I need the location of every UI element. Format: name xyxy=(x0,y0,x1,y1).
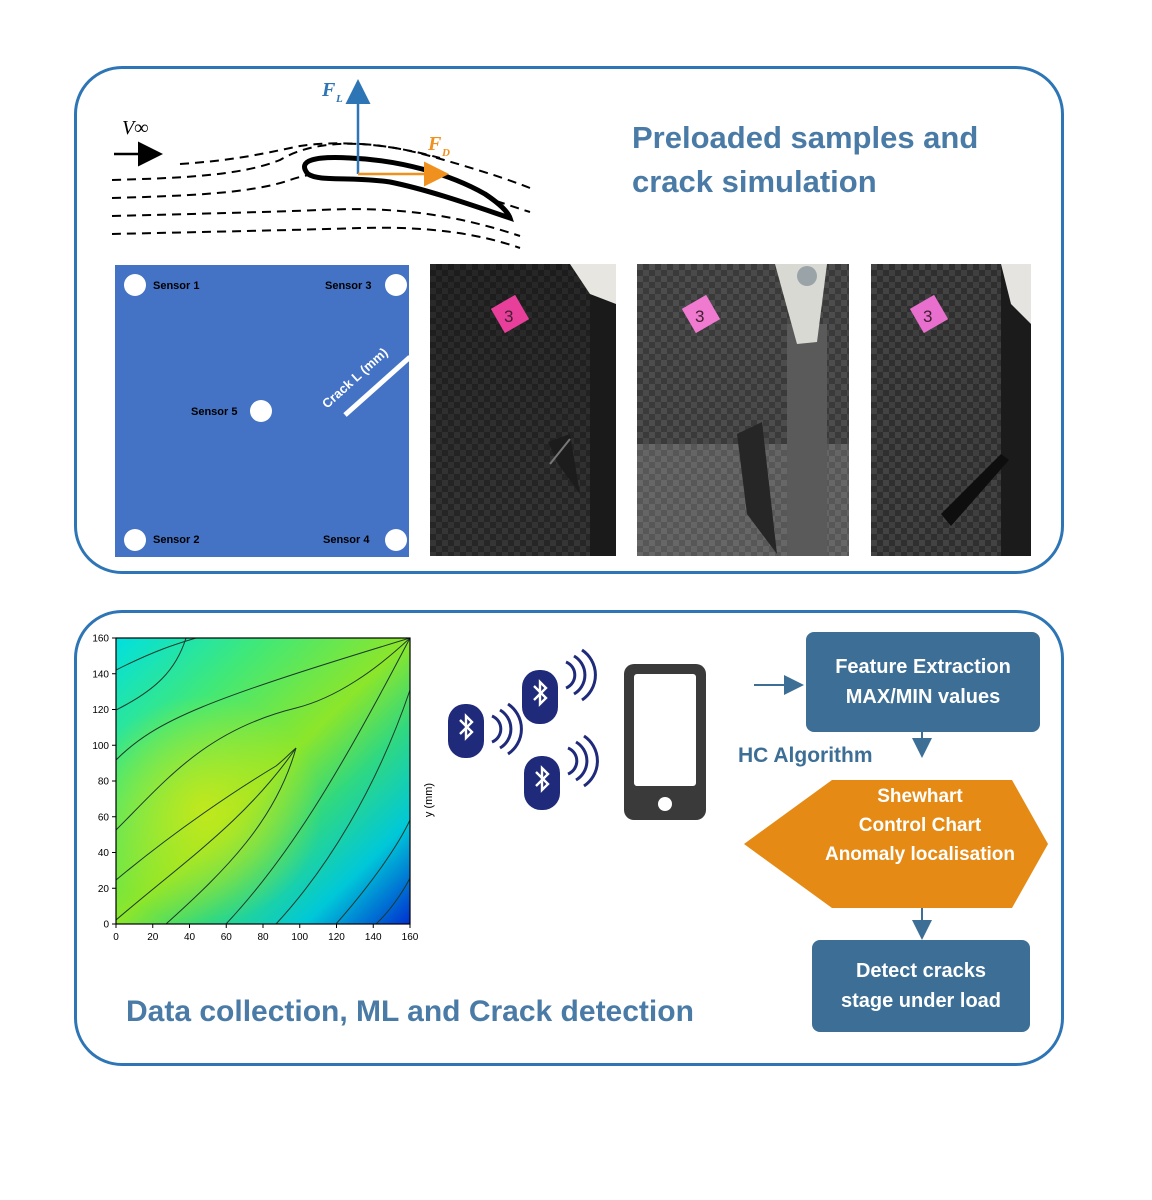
sensor-4-label: Sensor 4 xyxy=(323,534,370,546)
top-title-line1: Preloaded samples and xyxy=(632,120,979,155)
lift-subscript: L xyxy=(335,93,343,105)
contour-x-tick-label: 60 xyxy=(221,932,233,943)
drag-label: F xyxy=(427,133,442,155)
drag-subscript: D xyxy=(441,147,450,159)
bluetooth-group xyxy=(448,648,599,810)
shewhart-line1: Shewhart xyxy=(877,786,963,807)
bluetooth-icon-3 xyxy=(524,734,599,810)
sensor-1-label: Sensor 1 xyxy=(153,280,199,292)
velocity-label: V∞ xyxy=(122,117,148,139)
feature-extraction-line2: MAX/MIN values xyxy=(845,686,1001,708)
top-title-line2: crack simulation xyxy=(632,164,877,199)
contour-x-tick-label: 20 xyxy=(147,932,159,943)
sensor-1-dot xyxy=(124,274,146,296)
shewhart-text: Shewhart Control Chart Anomaly localisat… xyxy=(790,782,1050,869)
bluetooth-icon-1 xyxy=(448,702,523,758)
contour-x-tick-label: 140 xyxy=(365,932,382,943)
bottom-panel-title: Data collection, ML and Crack detection xyxy=(126,995,694,1028)
feature-extraction-box: Feature Extraction MAX/MIN values xyxy=(806,632,1040,732)
shewhart-line2: Control Chart xyxy=(858,815,982,836)
contour-x-tick-label: 80 xyxy=(257,932,269,943)
detect-cracks-box: Detect cracks stage under load xyxy=(812,940,1030,1032)
detect-cracks-line2: stage under load xyxy=(840,990,1002,1012)
contour-y-tick-label: 160 xyxy=(92,634,109,645)
sensor-5-label: Sensor 5 xyxy=(191,406,237,418)
airfoil-diagram: V∞ F L F D xyxy=(111,79,531,249)
contour-field xyxy=(116,638,410,924)
flow-connectors xyxy=(744,675,1048,940)
svg-text:3: 3 xyxy=(695,307,704,326)
sensor-5-dot xyxy=(250,400,272,422)
contour-y-tick-label: 60 xyxy=(98,812,110,823)
shewhart-diamond xyxy=(744,780,1048,908)
contour-x-tick-label: 100 xyxy=(291,932,308,943)
top-panel-title: Preloaded samples and crack simulation xyxy=(632,116,978,204)
contour-y-tick-label: 0 xyxy=(103,920,109,931)
sensor-plate: Sensor 1 Sensor 3 Sensor 5 Sensor 2 Sens… xyxy=(115,265,409,557)
contour-x-tick-label: 0 xyxy=(113,932,119,943)
contour-y-tick-label: 140 xyxy=(92,669,109,680)
bluetooth-icon-2 xyxy=(522,648,597,724)
sensor-4-dot xyxy=(385,529,407,551)
sensor-3-dot xyxy=(385,274,407,296)
contour-x-tick-label: 40 xyxy=(184,932,196,943)
contour-y-tick-label: 120 xyxy=(92,705,109,716)
contour-y-tick-label: 20 xyxy=(98,884,110,895)
hc-algorithm-label: HC Algorithm xyxy=(738,744,873,767)
contour-y-tick-label: 80 xyxy=(98,777,110,788)
crack-line xyxy=(343,355,409,417)
sample-tag-2: 3 xyxy=(681,294,721,334)
detect-cracks-line1: Detect cracks xyxy=(855,960,987,982)
smartphone-icon xyxy=(624,664,706,820)
feature-extraction-line1: Feature Extraction xyxy=(835,656,1011,678)
sample-tag-3: 3 xyxy=(909,294,949,334)
sensor-2-dot xyxy=(124,529,146,551)
contour-x-tick-label: 160 xyxy=(402,932,419,943)
svg-text:3: 3 xyxy=(504,307,513,326)
sample-tag-1: 3 xyxy=(490,294,530,334)
sensor-2-label: Sensor 2 xyxy=(153,534,199,546)
lift-label: F xyxy=(321,79,336,101)
svg-text:3: 3 xyxy=(923,307,932,326)
contour-y-tick-label: 100 xyxy=(92,741,109,752)
sensor-3-label: Sensor 3 xyxy=(325,280,371,292)
contour-axes: 0 20 40 60 80 100 120 140 160 0 20 40 60 80 100 120 140 1… xyxy=(92,634,418,944)
sample-photo-2: 3 xyxy=(637,264,849,556)
airfoil-shape xyxy=(302,155,514,222)
shewhart-line3: Anomaly localisation xyxy=(824,844,1016,865)
contour-plot: 0 20 40 60 80 100 120 140 160 0 20 40 60 80 100 120 140 1… xyxy=(92,634,435,944)
sample-photo-1: 3 xyxy=(430,264,616,556)
contour-y-tick-label: 40 xyxy=(98,848,110,859)
sample-photo-3: 3 xyxy=(871,264,1031,556)
contour-ylabel: y (mm) xyxy=(423,783,435,817)
contour-x-tick-label: 120 xyxy=(328,932,345,943)
